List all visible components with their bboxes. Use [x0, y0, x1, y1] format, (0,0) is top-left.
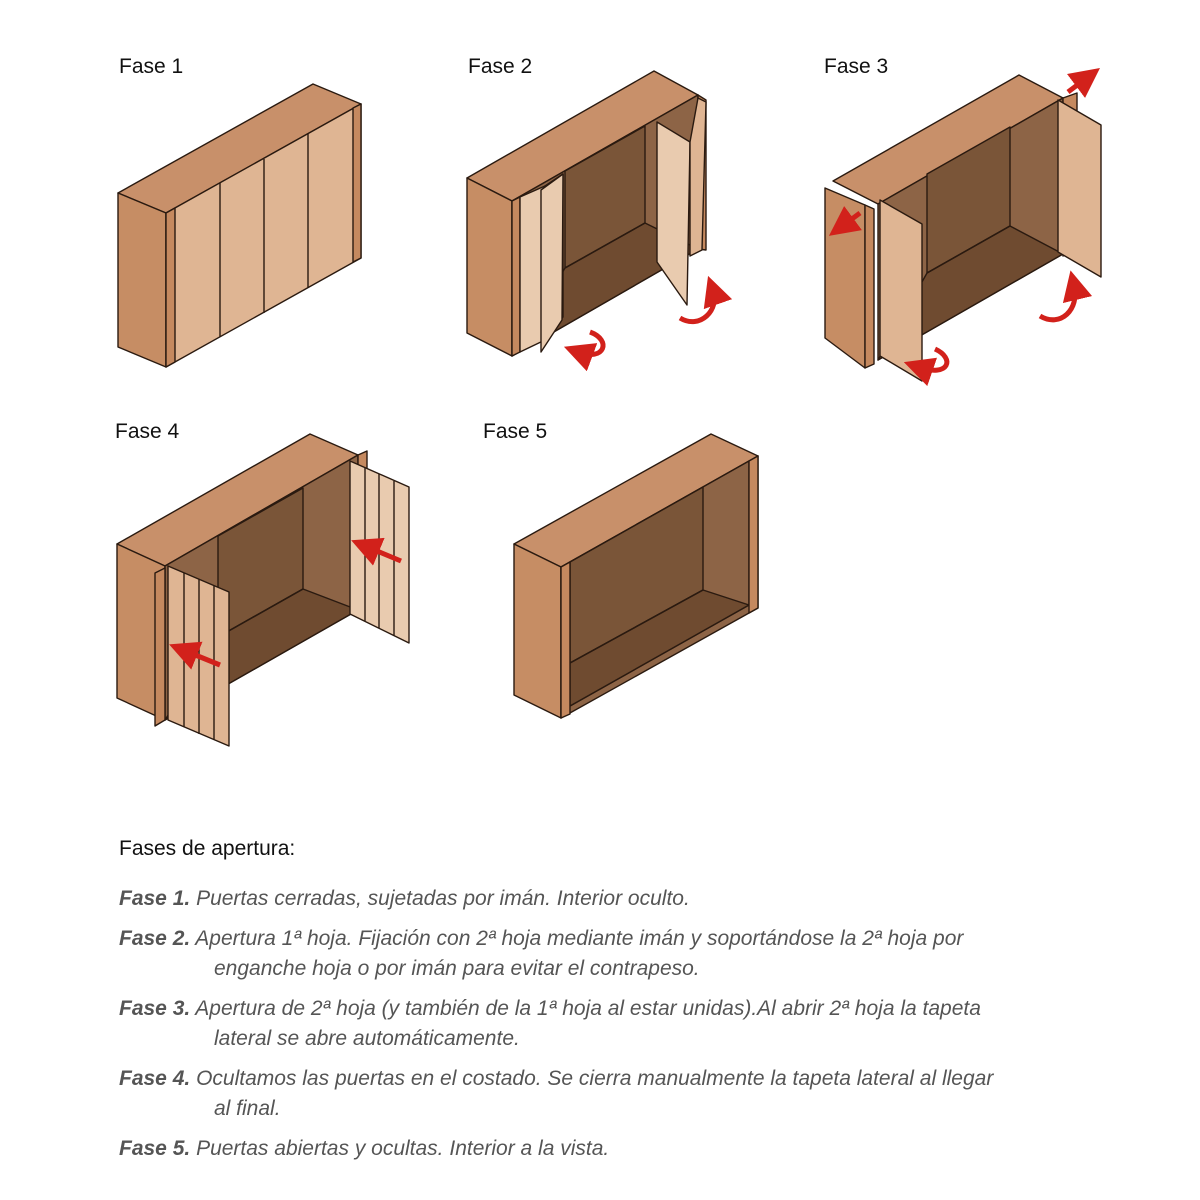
phase-1-title: Fase 1 [119, 55, 184, 78]
step-tag: Fase 2. [119, 927, 191, 950]
step-text: Apertura 1ª hoja. Fijación con 2ª hoja m… [195, 927, 964, 950]
step-tag: Fase 3. [119, 997, 191, 1020]
step-text: Apertura de 2ª hoja (y también de la 1ª … [195, 997, 981, 1020]
step-phase-4: Fase 4. Ocultamos las puertas en el cost… [119, 1064, 1129, 1124]
phase-3-cabinet [824, 74, 1102, 382]
step-tag: Fase 4. [119, 1067, 191, 1090]
step-tag: Fase 5. [119, 1137, 191, 1160]
phases-illustration [116, 68, 1102, 747]
phase-5-cabinet [513, 433, 759, 719]
step-text: Puertas abiertas y ocultas. Interior a l… [196, 1137, 610, 1160]
legend-title: Fases de apertura: [119, 837, 296, 860]
step-phase-1: Fase 1. Puertas cerradas, sujetadas por … [119, 884, 1129, 914]
step-text-continued: lateral se abre automáticamente. [214, 1027, 520, 1050]
step-text-continued: enganche hoja o por imán para evitar el … [214, 957, 700, 980]
arrow-icon [828, 206, 862, 236]
step-phase-3: Fase 3. Apertura de 2ª hoja (y también d… [119, 994, 1129, 1054]
arrow-icon [903, 346, 950, 387]
arrow-icon [563, 329, 606, 372]
arrow-icon [1066, 68, 1100, 98]
phase-1-cabinet [117, 83, 362, 368]
arrow-icon [678, 275, 733, 325]
step-tag: Fase 1. [119, 887, 191, 910]
arrow-icon [351, 537, 402, 566]
phase-3-title: Fase 3 [824, 55, 889, 78]
phase-4-cabinet [116, 433, 410, 747]
step-text-continued: al final. [214, 1097, 281, 1120]
phase-5-title: Fase 5 [483, 420, 548, 443]
step-phase-2: Fase 2. Apertura 1ª hoja. Fijación con 2… [119, 924, 1129, 984]
step-phase-5: Fase 5. Puertas abiertas y ocultas. Inte… [119, 1134, 1129, 1164]
arrow-icon [169, 641, 221, 670]
step-text: Ocultamos las puertas en el costado. Se … [196, 1067, 994, 1090]
phase-4-title: Fase 4 [115, 420, 180, 443]
phase-2-cabinet [466, 70, 707, 357]
step-text: Puertas cerradas, sujetadas por imán. In… [196, 887, 690, 910]
arrow-icon [1038, 270, 1093, 323]
phase-2-title: Fase 2 [468, 55, 533, 78]
